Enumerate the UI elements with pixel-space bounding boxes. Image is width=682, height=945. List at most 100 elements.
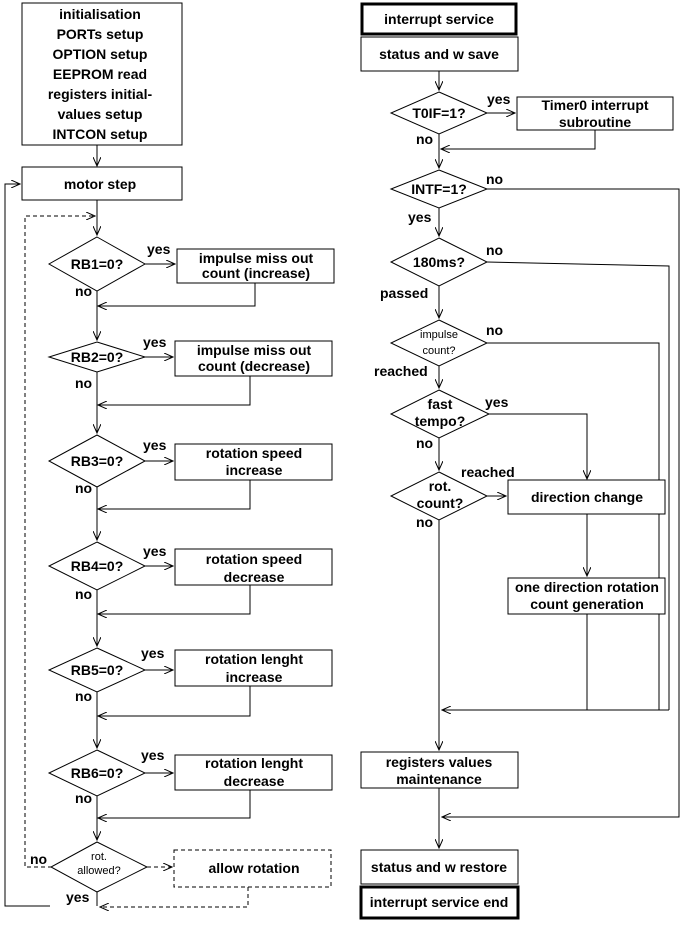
node-text: T0IF=1? [412, 105, 465, 121]
init-line: registers initial- [48, 86, 153, 102]
action-box-rb5: rotation lenght increase [174, 649, 333, 687]
passed-label: passed [380, 285, 428, 301]
decision-rot-allowed: rot. allowed? [49, 841, 149, 893]
dashed-loop-line [24, 216, 95, 868]
node-text: increase [226, 669, 283, 685]
decision-rb4: RB4=0? [47, 541, 147, 591]
node-text: status and w save [379, 46, 499, 62]
node-text: allowed? [77, 865, 120, 877]
node-text: count (increase) [202, 265, 310, 281]
decision-fast-tempo: fast tempo? [389, 389, 491, 439]
init-line: EEPROM read [53, 66, 147, 82]
no-label: no [416, 131, 433, 147]
yes-label: yes [143, 437, 167, 453]
arrow [98, 686, 251, 716]
node-text: rotation lenght [205, 651, 303, 667]
decision-t0if: T0IF=1? [389, 91, 489, 135]
node-text: tempo? [415, 413, 466, 429]
init-line: initialisation [59, 6, 141, 22]
decision-rb3: RB3=0? [47, 434, 147, 488]
no-label: no [416, 514, 433, 530]
node-text: impulse miss out [197, 342, 312, 358]
arrow [98, 283, 256, 306]
arrow [98, 480, 251, 509]
node-text: RB2=0? [71, 349, 124, 365]
node-text: interrupt service [384, 11, 494, 27]
action-box-rb4: rotation speed decrease [174, 548, 333, 586]
node-text: impulse miss out [199, 250, 314, 266]
timer0-box: Timer0 interrupt subroutine [516, 96, 674, 131]
action-box-rb3: rotation speed increase [174, 443, 333, 481]
node-text: impulse [420, 329, 458, 341]
yes-label: yes [66, 889, 90, 905]
arrow [441, 130, 596, 149]
no-label: no [75, 283, 92, 299]
yes-label: yes [147, 241, 171, 257]
interrupt-end-box: interrupt service end [359, 885, 520, 920]
node-text: rot. [429, 478, 452, 494]
dashed-arrow [100, 887, 249, 907]
no-label: no [75, 790, 92, 806]
loop-back-line [4, 184, 50, 907]
node-text: RB5=0? [71, 662, 124, 678]
node-text: allow rotation [209, 860, 300, 876]
decision-rb5: RB5=0? [47, 647, 147, 693]
no-label: no [75, 375, 92, 391]
node-text: rotation speed [206, 445, 302, 461]
no-label: no [486, 242, 503, 258]
arrow [489, 413, 587, 479]
registers-maintenance-box: registers values maintenance [360, 751, 519, 789]
yes-label: yes [141, 645, 165, 661]
init-block: initialisation PORTs setup OPTION setup … [21, 2, 183, 146]
action-box-rb2: impulse miss out count (decrease) [174, 340, 333, 377]
node-text: increase [226, 462, 283, 478]
yes-label: yes [143, 334, 167, 350]
motor-step-box: motor step [21, 166, 183, 201]
node-text: fast [428, 396, 453, 412]
node-text: direction change [531, 489, 643, 505]
node-text: rotation lenght [205, 755, 303, 771]
node-text: RB4=0? [71, 558, 124, 574]
no-label: no [486, 171, 503, 187]
yes-label: yes [487, 91, 511, 107]
yes-label: yes [141, 747, 165, 763]
node-text: Timer0 interrupt [541, 97, 648, 113]
no-label: no [75, 586, 92, 602]
reached-label: reached [461, 464, 515, 480]
decision-rb6: RB6=0? [47, 749, 147, 797]
node-text: INTF=1? [411, 181, 467, 197]
yes-label: yes [408, 209, 432, 225]
yes-label: yes [485, 394, 509, 410]
ms180-no-line [486, 261, 670, 710]
node-text: decrease [224, 569, 285, 585]
decision-rot-count: rot. count? [389, 471, 489, 521]
impulse-no-line [487, 342, 660, 710]
init-line: PORTs setup [57, 26, 144, 42]
node-text: count? [422, 345, 455, 357]
no-label: no [486, 322, 503, 338]
node-text: RB3=0? [71, 453, 124, 469]
node-text: interrupt service end [370, 894, 509, 910]
decision-impulse-count: impulse count? [389, 319, 489, 367]
node-text: RB6=0? [71, 765, 124, 781]
status-restore-box: status and w restore [360, 849, 519, 885]
node-text: registers values [386, 754, 493, 770]
node-text: subroutine [559, 114, 632, 130]
node-text: maintenance [396, 771, 482, 787]
node-text: rot. [91, 851, 107, 863]
decision-180ms: 180ms? [389, 237, 489, 287]
node-text: RB1=0? [71, 256, 124, 272]
init-line: INTCON setup [53, 126, 148, 142]
no-label: no [416, 435, 433, 451]
decision-rb2: RB2=0? [47, 341, 147, 373]
reached-label: reached [374, 363, 428, 379]
decision-rb1: RB1=0? [47, 236, 147, 292]
allow-rotation-box: allow rotation [173, 849, 332, 888]
init-line: values setup [58, 106, 143, 122]
action-box-rb6: rotation lenght decrease [174, 754, 333, 791]
one-direction-box: one direction rotation count generation [507, 577, 666, 615]
init-line: OPTION setup [53, 46, 148, 62]
node-text: rotation speed [206, 551, 302, 567]
node-text: count? [417, 495, 464, 511]
arrow [98, 585, 251, 614]
